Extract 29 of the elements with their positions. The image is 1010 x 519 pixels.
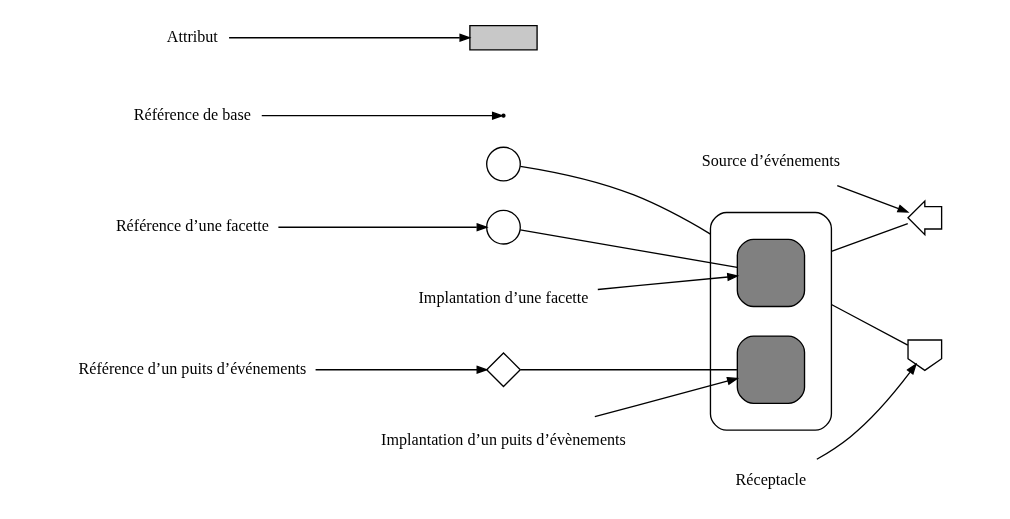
arrow	[596, 272, 739, 291]
arrow	[227, 33, 471, 42]
node-circle	[485, 146, 521, 182]
node-fork	[906, 199, 942, 237]
node-text: Réceptacle	[735, 471, 806, 489]
node-box	[736, 335, 805, 404]
connector	[519, 165, 711, 235]
node-text: Référence de base	[133, 105, 251, 123]
node-text: Référence d’une facette	[115, 217, 269, 235]
node-text: Implantation d’une facette	[418, 288, 588, 306]
node-semicircle	[906, 339, 942, 372]
node-box	[736, 238, 805, 308]
arrow	[836, 185, 910, 213]
connector	[519, 229, 738, 269]
node-diamond	[485, 351, 521, 388]
node-text: Attribut	[166, 27, 218, 45]
node-text: Implantation d’un puits d’évènements	[380, 431, 626, 449]
node-text: Source d’événements	[701, 151, 840, 169]
node-text: Référence d’un puits d’événements	[78, 359, 306, 377]
connector	[519, 369, 738, 371]
arrow	[593, 376, 739, 418]
node-bar	[468, 24, 538, 51]
cluster	[709, 211, 832, 431]
arrow	[277, 223, 489, 232]
connector	[830, 303, 908, 346]
arrow	[815, 362, 917, 460]
node-circle	[485, 209, 521, 245]
connector	[830, 222, 908, 253]
arrow	[314, 365, 489, 374]
